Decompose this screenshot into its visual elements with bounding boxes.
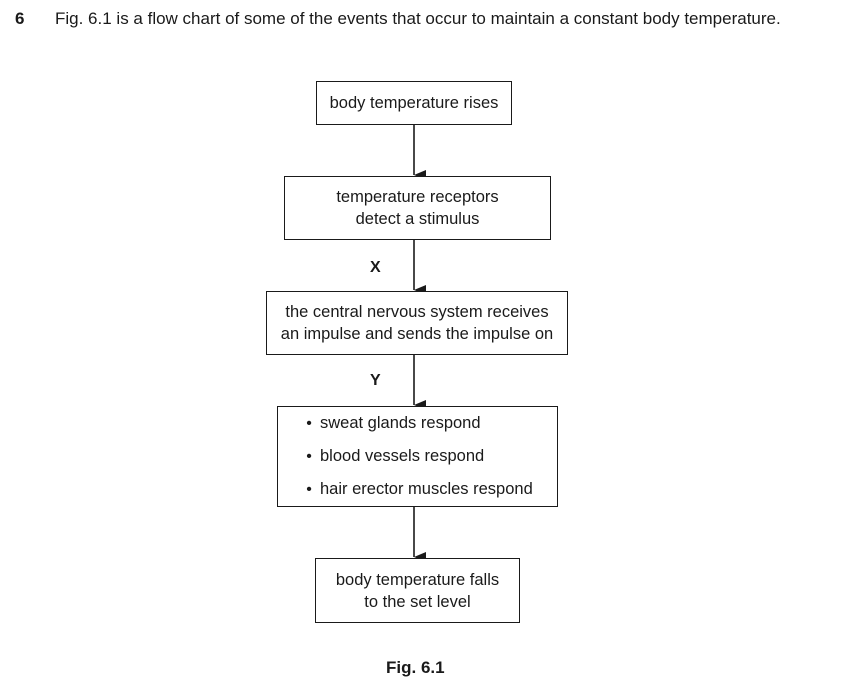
flow-box-text: temperature receptors <box>336 188 499 206</box>
list-item-text: blood vessels respond <box>320 447 485 465</box>
figure-caption: Fig. 6.1 <box>386 658 445 677</box>
flow-box-temperature-rises: body temperature rises <box>316 81 512 125</box>
flow-box-receptors-detect: temperature receptors detect a stimulus <box>284 176 551 240</box>
question-number: 6 <box>15 9 25 28</box>
flow-box-text: an impulse and sends the impulse on <box>280 325 554 343</box>
flow-box-text: to the set level <box>364 592 471 611</box>
flow-box-temperature-falls: body temperature falls to the set level <box>315 558 520 623</box>
flow-box-cns-receives: the central nervous system receives an i… <box>266 291 568 355</box>
flow-box-text: the central nervous system receives <box>285 303 549 321</box>
list-item: • blood vessels respond <box>298 440 484 473</box>
list-item: • sweat glands respond <box>298 407 481 440</box>
bullet-icon: • <box>306 448 312 465</box>
label-x: X <box>370 259 381 276</box>
bullet-icon: • <box>306 481 312 498</box>
label-y: Y <box>370 372 381 389</box>
flow-box-text: body temperature falls <box>335 570 500 589</box>
question-text: Fig. 6.1 is a flow chart of some of the … <box>55 9 781 28</box>
flow-box-text: detect a stimulus <box>355 210 480 228</box>
flow-box-effectors-respond: • sweat glands respond • blood vessels r… <box>277 406 558 507</box>
list-item-text: sweat glands respond <box>320 414 481 432</box>
list-item-text: hair erector muscles respond <box>320 480 533 498</box>
list-item: • hair erector muscles respond <box>298 473 533 506</box>
flow-box-text: body temperature rises <box>329 94 499 112</box>
bullet-icon: • <box>306 415 312 432</box>
